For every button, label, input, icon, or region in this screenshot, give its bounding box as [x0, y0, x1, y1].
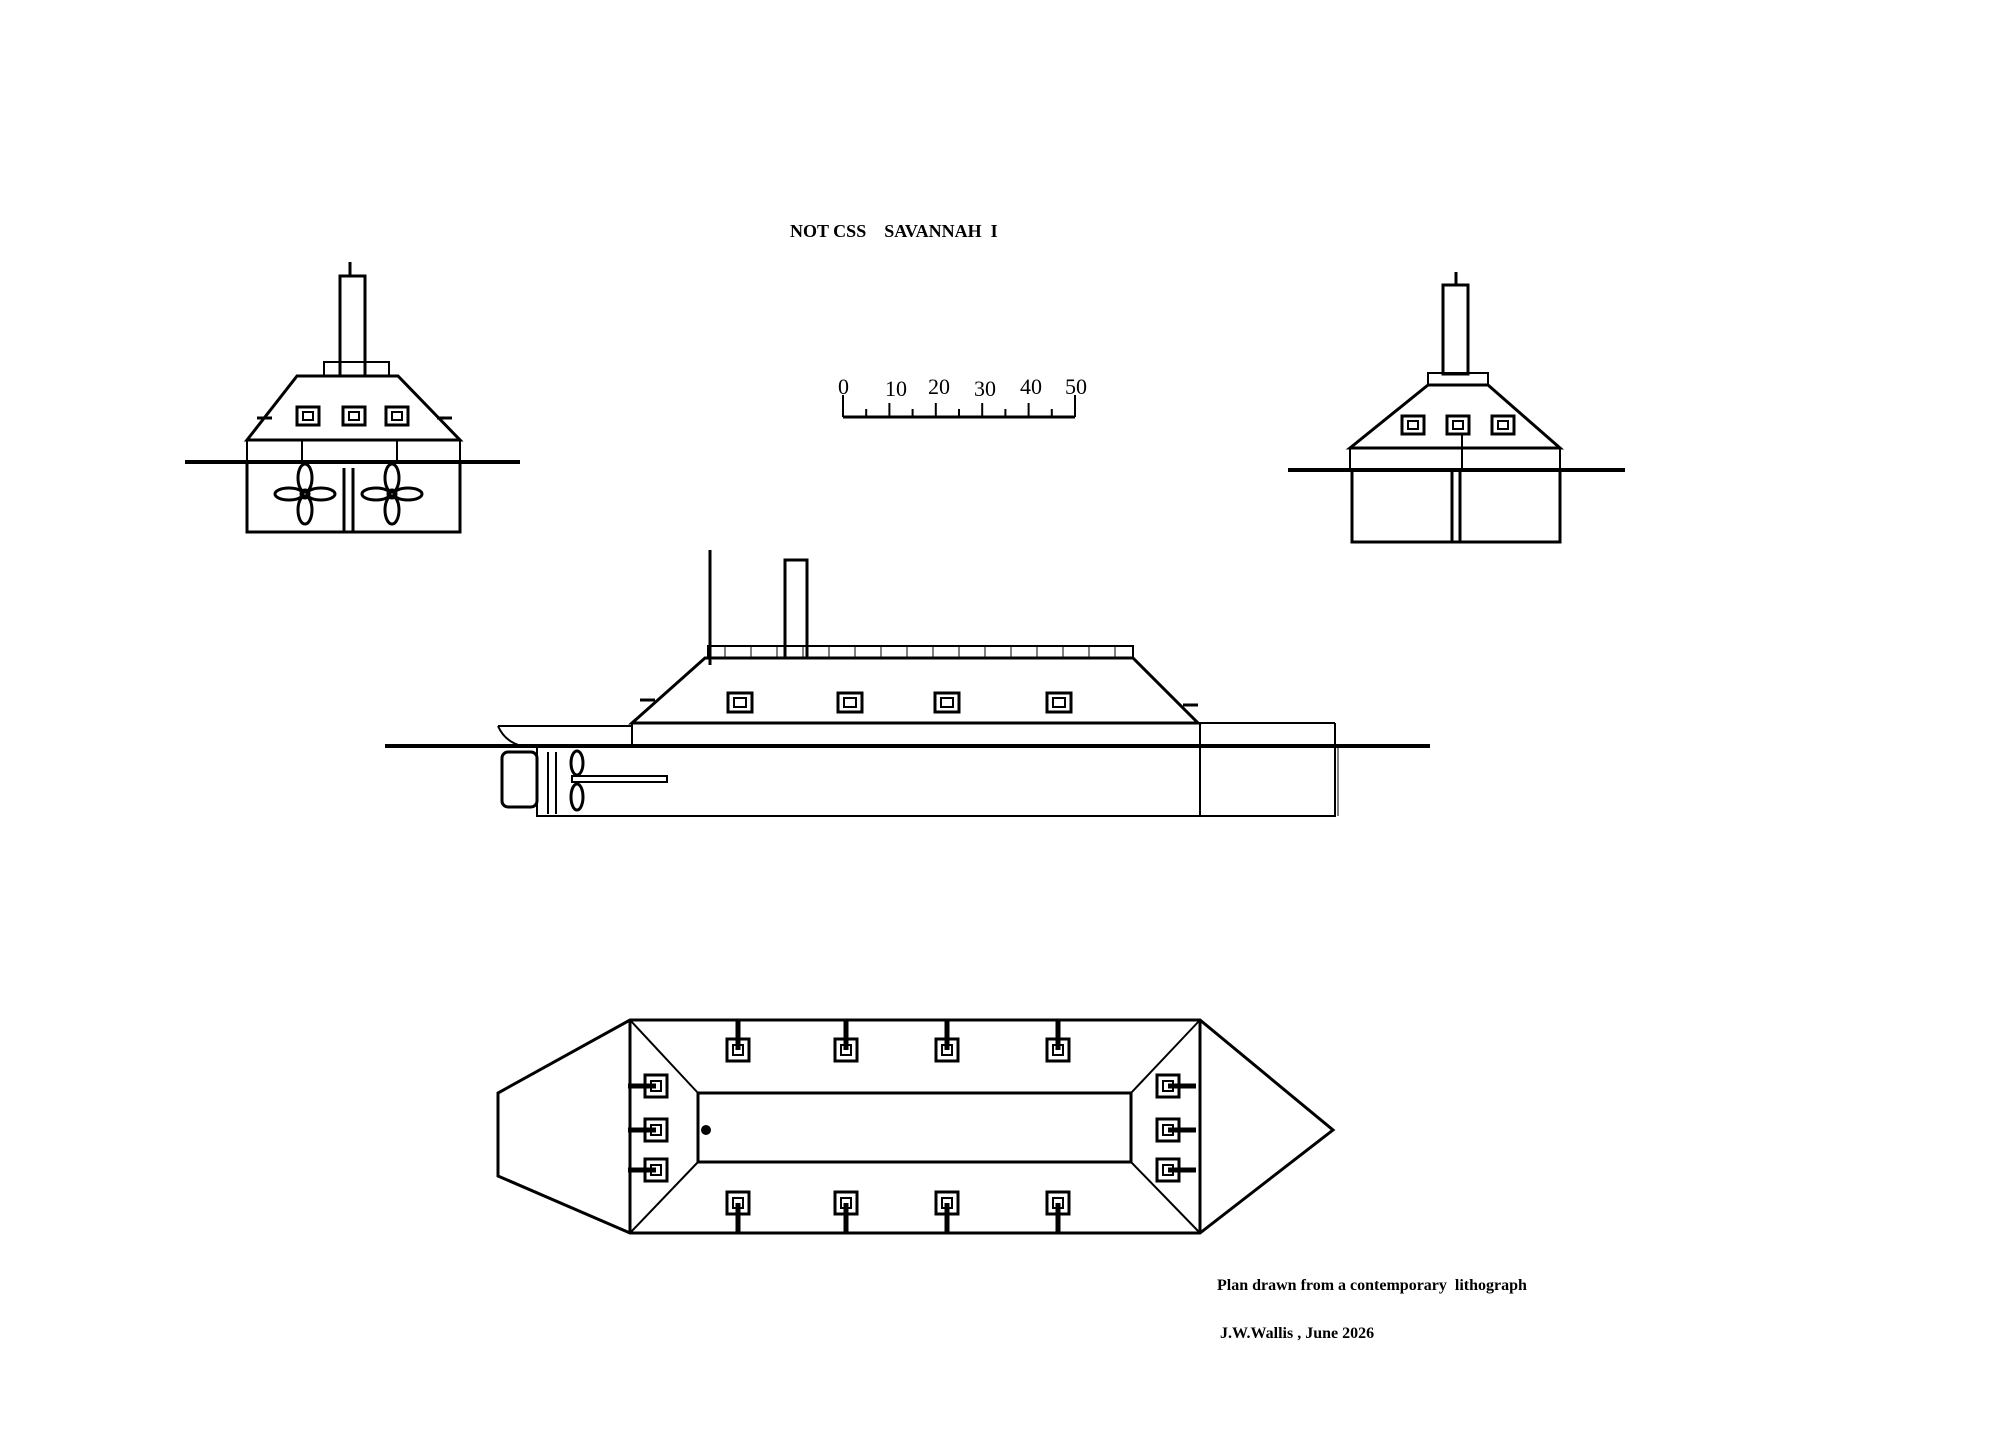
- gun-port: [934, 1190, 960, 1233]
- scale-bar: 0 10 20 30 40 50: [838, 374, 1087, 419]
- gun-port: [341, 405, 367, 427]
- plan-gun-ports: [628, 1020, 1196, 1233]
- gun-port: [384, 405, 410, 427]
- hull-section: [1350, 468, 1562, 544]
- author-note: J.W.Wallis , June 2026: [1220, 1325, 1374, 1342]
- propeller: [569, 749, 585, 812]
- drawing-title: NOT CSS SAVANNAH I: [790, 221, 998, 241]
- source-note: Plan drawn from a contemporary lithograp…: [1217, 1277, 1527, 1294]
- gun-port: [628, 1073, 669, 1099]
- funnel: [783, 558, 809, 660]
- casemate-deck: [696, 1091, 1133, 1164]
- scale-label: 10: [885, 376, 907, 401]
- roof-grating: [707, 645, 1134, 659]
- gun-port: [726, 691, 754, 714]
- gun-port: [933, 691, 961, 714]
- stern-end-view: [1288, 272, 1625, 544]
- scale-label: 0: [838, 374, 849, 399]
- gun-port: [1400, 414, 1426, 436]
- gun-port: [1045, 1190, 1071, 1233]
- scale-label: 30: [974, 376, 996, 401]
- casemate: [628, 656, 1202, 725]
- scale-label: 20: [928, 374, 950, 399]
- gun-port: [1445, 414, 1471, 436]
- side-elevation: [385, 550, 1430, 817]
- gun-port: [833, 1190, 859, 1233]
- bow-end-view: [185, 262, 520, 534]
- gun-port: [1155, 1117, 1196, 1143]
- gun-port: [836, 691, 864, 714]
- propeller-shaft: [571, 775, 668, 783]
- gun-port: [1045, 691, 1073, 714]
- propeller: [360, 462, 424, 526]
- gun-port: [1155, 1157, 1196, 1183]
- propeller: [273, 462, 337, 526]
- gun-port: [1490, 414, 1516, 436]
- scale-ticks: [842, 403, 1076, 417]
- gun-port: [725, 1190, 751, 1233]
- roof-grating-bars: [724, 646, 1116, 658]
- funnel-base: [323, 361, 390, 377]
- funnel: [1441, 283, 1470, 376]
- rudder: [500, 750, 539, 809]
- gun-port: [833, 1020, 859, 1063]
- plan-view: [496, 1018, 1336, 1235]
- gun-port: [628, 1157, 669, 1183]
- gun-port: [1045, 1020, 1071, 1063]
- gun-port: [725, 1020, 751, 1063]
- gun-port: [628, 1117, 669, 1143]
- gun-port: [934, 1020, 960, 1063]
- gun-port: [295, 405, 321, 427]
- gun-port: [1155, 1073, 1196, 1099]
- scale-label: 40: [1020, 374, 1042, 399]
- hull-outline: [496, 1018, 1336, 1235]
- scale-label: 50: [1065, 374, 1087, 399]
